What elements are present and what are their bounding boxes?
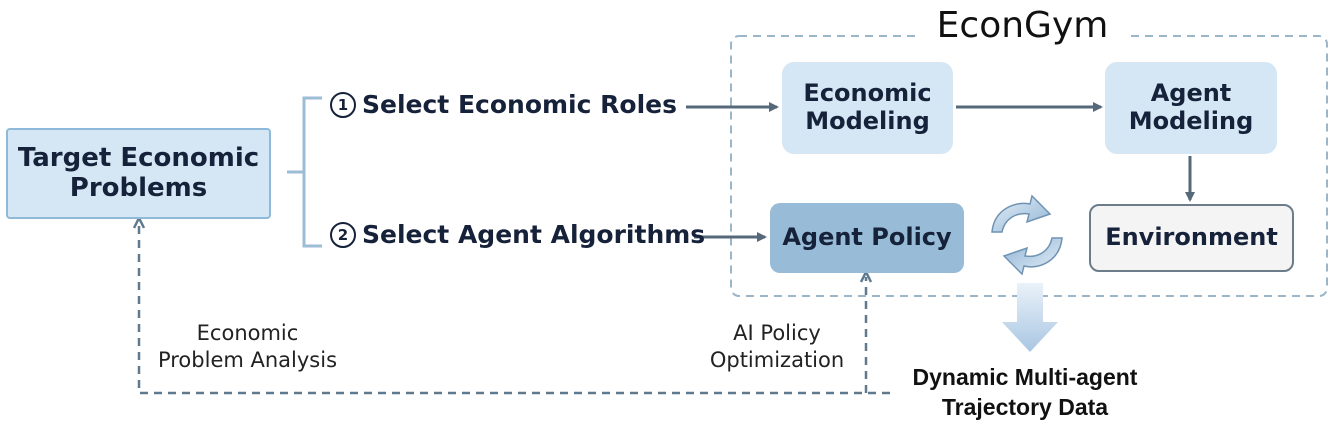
down-arrow-icon xyxy=(1002,283,1058,352)
step1-number: 1 xyxy=(330,92,356,118)
economic-analysis-label: Economic Problem Analysis xyxy=(157,321,338,372)
refresh-cycle-icon xyxy=(991,194,1063,276)
target-problems-label: Target Economic Problems xyxy=(17,142,260,203)
agent-modeling-label: Agent Modeling xyxy=(1128,79,1254,135)
economic-modeling-label: Economic Modeling xyxy=(803,79,932,135)
selection-bracket xyxy=(287,96,322,248)
target-problems-box: Target Economic Problems xyxy=(6,128,271,219)
environment-box: Environment xyxy=(1089,204,1294,272)
agent-policy-label: Agent Policy xyxy=(782,223,952,252)
agent-policy-box: Agent Policy xyxy=(770,203,964,273)
environment-label: Environment xyxy=(1105,223,1278,252)
economic-modeling-box: Economic Modeling xyxy=(782,62,953,154)
step1-label: Select Economic Roles xyxy=(362,90,677,119)
trajectory-data-label: Dynamic Multi-agent Trajectory Data xyxy=(912,364,1138,420)
step2-label: Select Agent Algorithms xyxy=(362,220,706,249)
econgym-title: EconGym xyxy=(920,4,1125,48)
agent-modeling-box: Agent Modeling xyxy=(1105,62,1277,154)
step2-number: 2 xyxy=(330,222,356,248)
ai-optimization-label: AI Policy Optimization xyxy=(709,321,845,372)
